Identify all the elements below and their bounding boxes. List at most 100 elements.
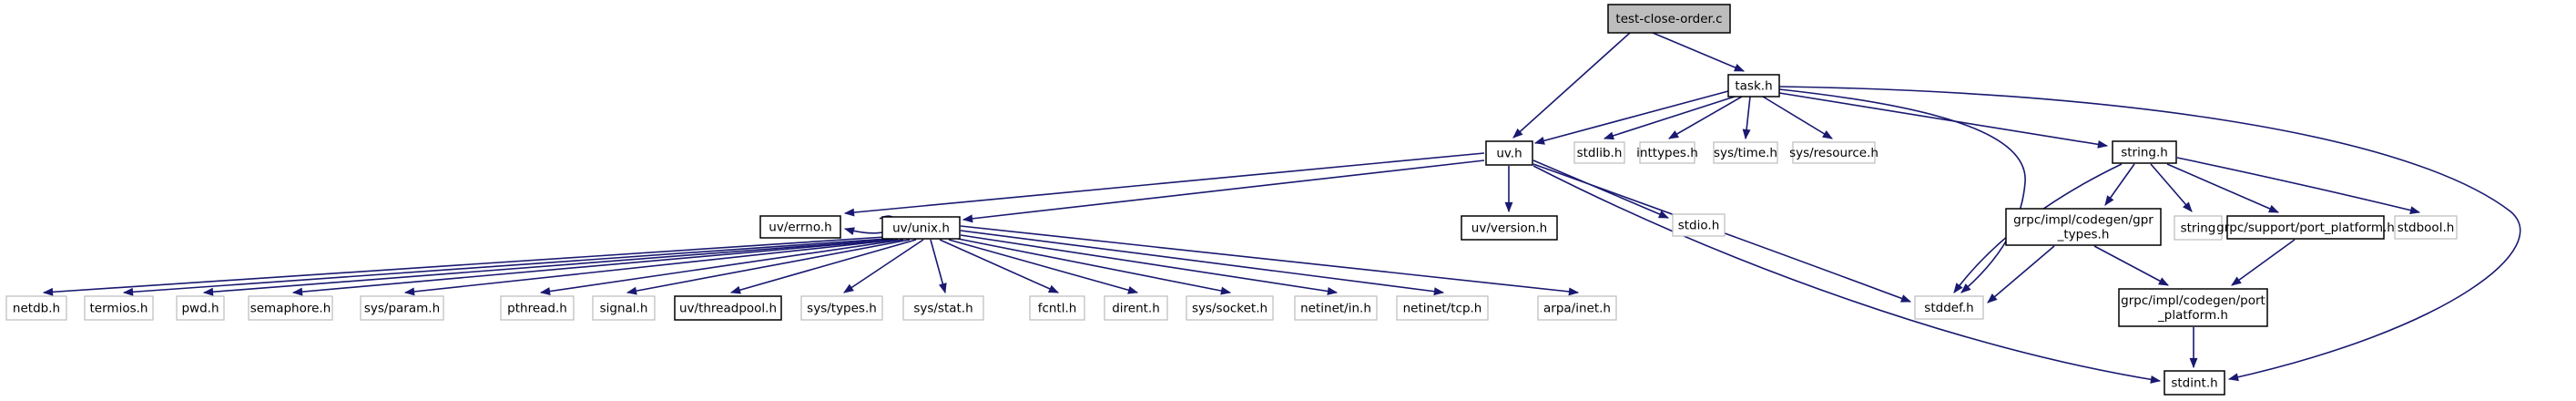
edge-uv-unix-h-to-arpa-inet-h xyxy=(960,225,1580,296)
pwd-h-label: pwd.h xyxy=(181,302,219,316)
edge-grpc-impl-codegen-gpr-types-h-to-grpc-impl-codegen-port-platform-h xyxy=(2093,245,2169,286)
signal-h-box xyxy=(592,295,656,321)
node-stdlib-h: stdlib.h xyxy=(1573,141,1625,164)
uv-version-h-box[interactable] xyxy=(1461,215,1558,241)
node-sys-stat-h: sys/stat.h xyxy=(902,295,984,321)
sys-stat-h-label: sys/stat.h xyxy=(913,302,972,316)
edge-uv-unix-h-to-netdb-h xyxy=(42,236,886,296)
edge-task-h-to-stdlib-h xyxy=(1603,96,1736,140)
edge-grpc-support-port-platform-h-to-grpc-impl-codegen-port-platform-h xyxy=(2231,239,2296,286)
edge-uv-h-to-uv-unix-h xyxy=(962,159,1485,223)
node-grpc-support-port-platform-h[interactable]: grpc/support/port_platform.h xyxy=(2216,215,2395,240)
node-grpc-impl-codegen-gpr-types-h[interactable]: grpc/impl/codegen/gpr_types.h xyxy=(2005,208,2162,246)
signal-h-label: signal.h xyxy=(600,302,648,316)
sys-param-h-label: sys/param.h xyxy=(364,302,440,316)
edge-string-h-to-grpc-impl-codegen-gpr-types-h xyxy=(2104,163,2135,206)
pwd-h-box xyxy=(176,295,225,321)
node-stdbool-h: stdbool.h xyxy=(2394,215,2458,240)
edge-task-h-to-sys-resource-h xyxy=(1762,96,1833,139)
edge-uv-unix-h-to-sys-stat-h xyxy=(930,239,947,294)
node-arpa-inet-h: arpa/inet.h xyxy=(1537,295,1617,321)
node-string-h[interactable]: string.h xyxy=(2112,140,2177,164)
pthread-h-box xyxy=(500,295,575,321)
node-pthread-h: pthread.h xyxy=(500,295,575,321)
stdlib-h-label: stdlib.h xyxy=(1577,146,1623,160)
string-label: string xyxy=(2181,221,2216,236)
grpc-support-port-platform-h-label: grpc/support/port_platform.h xyxy=(2216,221,2395,235)
edge-uv-unix-h-to-sys-types-h xyxy=(843,239,924,293)
edge-grpc-impl-codegen-gpr-types-h-to-stddef-h xyxy=(1987,245,2055,303)
node-fcntl-h: fcntl.h xyxy=(1029,295,1085,321)
grpc-support-port-platform-h-box[interactable] xyxy=(2226,215,2385,240)
string-h-box[interactable] xyxy=(2112,140,2177,164)
edge-uv-h-to-uv-errno-h xyxy=(843,152,1485,217)
grpc-impl-codegen-gpr-types-h-box[interactable] xyxy=(2005,208,2162,246)
netdb-h-label: netdb.h xyxy=(13,302,60,316)
node-uv-errno-h[interactable]: uv/errno.h xyxy=(759,215,841,239)
node-sys-socket-h: sys/socket.h xyxy=(1186,295,1274,321)
node-sys-param-h: sys/param.h xyxy=(360,295,444,321)
arpa-inet-h-box xyxy=(1537,295,1617,321)
sys-socket-h-label: sys/socket.h xyxy=(1192,302,1268,316)
netinet-in-h-label: netinet/in.h xyxy=(1300,302,1371,316)
node-uv-unix-h[interactable]: uv/unix.h xyxy=(881,216,961,240)
node-sys-types-h: sys/types.h xyxy=(800,295,883,321)
sys-param-h-box xyxy=(360,295,444,321)
edge-uv-unix-h-to-signal-h xyxy=(626,239,911,295)
edge-task-h-to-sys-time-h xyxy=(1742,96,1751,140)
edge-uv-unix-h-to-netinet-in-h xyxy=(960,234,1339,295)
node-dirent-h: dirent.h xyxy=(1104,295,1168,321)
edge-uv-unix-h-to-pwd-h xyxy=(202,239,891,296)
stdlib-h-box xyxy=(1573,141,1625,164)
stdbool-h-box xyxy=(2394,215,2458,240)
grpc-impl-codegen-port-platform-h-box[interactable] xyxy=(2118,288,2268,327)
edge-uv-unix-h-to-uv-threadpool-h xyxy=(729,239,917,294)
node-grpc-impl-codegen-port-platform-h[interactable]: grpc/impl/codegen/port_platform.h xyxy=(2118,288,2268,327)
dirent-h-label: dirent.h xyxy=(1112,302,1160,316)
node-netdb-h: netdb.h xyxy=(5,295,67,321)
node-uv-version-h[interactable]: uv/version.h xyxy=(1461,215,1558,241)
node-stddef-h: stddef.h xyxy=(1914,295,1984,320)
uv-errno-h-label: uv/errno.h xyxy=(769,221,831,235)
edge-string-h-to-string xyxy=(2150,163,2193,212)
edge-task-h-to-string-h xyxy=(1778,92,2109,149)
node-uv-threadpool-h[interactable]: uv/threadpool.h xyxy=(674,295,782,321)
node-test-close-order-c: test-close-order.c xyxy=(1607,4,1731,34)
node-pwd-h: pwd.h xyxy=(176,295,225,321)
inttypes-h-label: inttypes.h xyxy=(1636,146,1698,160)
netinet-tcp-h-box xyxy=(1396,295,1489,321)
uv-h-box[interactable] xyxy=(1485,140,1533,166)
uv-errno-h-box[interactable] xyxy=(759,215,841,239)
stdio-h-box xyxy=(1672,213,1726,237)
node-string: string xyxy=(2174,215,2223,241)
stdint-h-box[interactable] xyxy=(2164,370,2225,396)
netdb-h-box xyxy=(5,295,67,321)
edge-test-close-order-c-to-task-h xyxy=(1652,32,1746,72)
edge-uv-unix-h-to-pthread-h xyxy=(539,239,904,295)
node-task-h[interactable]: task.h xyxy=(1727,74,1780,98)
uv-threadpool-h-label: uv/threadpool.h xyxy=(679,302,777,316)
stddef-h-label: stddef.h xyxy=(1924,301,1973,315)
sys-types-h-label: sys/types.h xyxy=(807,302,877,316)
edge-test-close-order-c-to-uv-h xyxy=(1512,32,1631,139)
node-stdint-h[interactable]: stdint.h xyxy=(2164,370,2225,396)
node-netinet-tcp-h: netinet/tcp.h xyxy=(1396,295,1489,321)
task-h-box[interactable] xyxy=(1727,74,1780,98)
edge-uv-unix-h-to-sys-socket-h xyxy=(957,238,1232,295)
sys-resource-h-box xyxy=(1792,141,1876,164)
node-uv-h[interactable]: uv.h xyxy=(1485,140,1533,166)
node-inttypes-h: inttypes.h xyxy=(1636,141,1698,164)
sys-resource-h-label: sys/resource.h xyxy=(1789,146,1879,160)
uv-unix-h-box[interactable] xyxy=(881,216,961,240)
uv-threadpool-h-box[interactable] xyxy=(674,295,782,321)
pthread-h-label: pthread.h xyxy=(507,302,567,316)
inttypes-h-box xyxy=(1639,141,1695,164)
sys-stat-h-box xyxy=(902,295,984,321)
edge-task-h-to-inttypes-h xyxy=(1668,96,1743,139)
sys-socket-h-box xyxy=(1186,295,1274,321)
edge-uv-unix-h-to-netinet-tcp-h xyxy=(960,230,1445,296)
termios-h-label: termios.h xyxy=(90,302,148,316)
edge-uv-unix-h-to-fcntl-h xyxy=(939,239,1060,293)
